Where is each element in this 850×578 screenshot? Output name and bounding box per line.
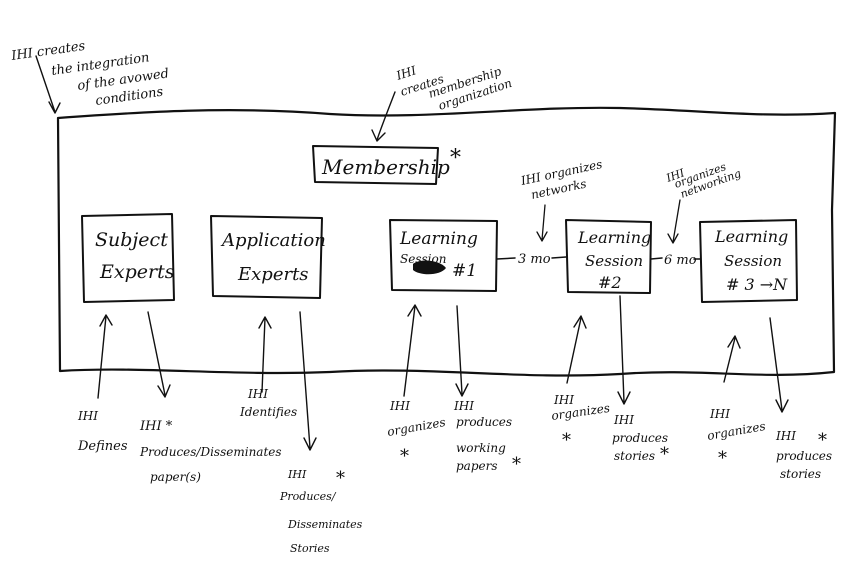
label-produces-2: IHI produces stories * [612, 413, 669, 465]
arrow-working-papers [455, 305, 469, 397]
application-experts-line-2: Experts [237, 264, 309, 285]
arrow-organizes-1 [403, 304, 422, 397]
learning-session-2-line-3: #2 [598, 273, 622, 292]
arrow-papers [147, 311, 171, 398]
label-stories-1-line-4: Stories [290, 542, 330, 555]
arrow-produces-2 [617, 295, 631, 405]
interval-6mo: 6 mo [664, 253, 697, 268]
label-working-papers: IHI produces working papers * [453, 399, 521, 475]
label-defines: IHI Defines [77, 409, 128, 454]
learning-session-1-box [389, 219, 498, 292]
label-stories-1-line-1: IHI [287, 468, 307, 481]
annotation-top-center: IHI creates membership organization [394, 63, 514, 113]
arrow-stories-1 [299, 311, 317, 451]
label-papers-line-3: paper(s) [150, 470, 201, 484]
application-experts-line-1: Application [220, 230, 326, 251]
connector-3mo-right [551, 256, 567, 259]
label-produces-2-star: * [660, 444, 669, 465]
subject-experts-line-2: Experts [99, 261, 175, 283]
learning-session-3-box [699, 219, 798, 303]
label-defines-line-2: Defines [77, 439, 128, 454]
learning-session-3-line-1: Learning [714, 227, 788, 246]
label-produces-2-line-1: IHI [613, 413, 634, 427]
label-organizes-1: IHI organizes * [386, 399, 446, 467]
label-stories-1-star: * [336, 468, 345, 489]
arrow-organizes-3 [723, 335, 741, 383]
membership-label: Membership [321, 155, 450, 179]
arrow-top-center [371, 91, 396, 142]
label-organizes-1-line-2: organizes [386, 415, 446, 439]
label-produces-3-line-2: produces [776, 449, 832, 463]
label-papers-line-1: IHI * [139, 419, 173, 434]
label-stories-1-line-3: Disseminates [287, 518, 363, 531]
arrow-organizes-2 [566, 315, 587, 384]
arrow-defines [97, 314, 113, 399]
label-organizes-3-line-2: organizes [706, 419, 766, 443]
outer-frame [56, 106, 837, 377]
annotation-top-left: IHI creates the integration of the avowe… [9, 39, 169, 109]
label-identifies: IHI Identifies [239, 387, 297, 419]
learning-session-1-line-1: Learning [399, 229, 478, 249]
label-organizes-1-line-1: IHI [389, 399, 410, 413]
label-produces-2-line-3: stories [614, 449, 655, 463]
label-organizes-3: IHI organizes * [706, 407, 766, 469]
label-produces-3-line-1: IHI [775, 429, 796, 443]
interval-3mo: 3 mo [518, 252, 551, 267]
label-working-papers-line-1: IHI [453, 399, 474, 413]
label-working-papers-star: * [512, 454, 521, 475]
label-identifies-line-1: IHI [247, 387, 268, 401]
arrow-identifies [258, 316, 272, 393]
membership-box [312, 145, 439, 185]
annotation-network-1: IHI organizes networks [519, 157, 604, 202]
learning-session-2-box [565, 219, 652, 294]
label-identifies-line-2: Identifies [239, 405, 297, 419]
label-working-papers-line-4: papers [456, 459, 498, 473]
label-produces-3: IHI produces stories * [775, 429, 832, 481]
learning-session-3-line-3: # 3 →N [726, 275, 788, 294]
annotation-top-center-line-1: IHI [394, 63, 418, 83]
label-produces-2-line-2: produces [612, 431, 668, 445]
subject-experts-line-1: Subject [95, 229, 168, 251]
learning-session-1-line-3: #1 [452, 261, 477, 281]
arrow-top-left [35, 55, 61, 114]
label-defines-line-1: IHI [77, 409, 98, 423]
scribble-mark [413, 260, 446, 275]
connector-3mo-left [496, 257, 516, 260]
learning-session-2-line-2: Session [585, 252, 643, 270]
label-working-papers-line-3: working [456, 441, 506, 455]
label-papers: IHI * Produces/Disseminates paper(s) [139, 419, 282, 484]
label-organizes-2-star: * [562, 430, 571, 451]
annotation-network-2-line-1: IHI [664, 166, 687, 185]
label-stories-1: IHI Produces/ Disseminates Stories * [279, 468, 363, 555]
annotation-network-2: IHI organizes networking [664, 160, 743, 201]
learning-session-3-line-2: Session [724, 252, 782, 270]
label-produces-3-line-3: stories [780, 467, 821, 481]
arrow-network-2 [667, 199, 681, 244]
label-organizes-3-star: * [718, 448, 727, 469]
label-organizes-1-star: * [400, 446, 409, 467]
label-organizes-2-line-1: IHI [553, 393, 574, 407]
application-experts-box [210, 215, 323, 299]
arrow-produces-3 [769, 317, 789, 413]
membership-star: * [450, 146, 461, 171]
label-organizes-3-line-1: IHI [709, 407, 730, 421]
label-organizes-2: IHI organizes * [550, 393, 610, 451]
label-working-papers-line-2: produces [456, 415, 512, 429]
subject-experts-box [81, 213, 175, 303]
label-stories-1-line-2: Produces/ [279, 490, 337, 503]
learning-session-2-line-1: Learning [577, 228, 651, 247]
connector-6mo-left [650, 257, 663, 260]
label-produces-3-star: * [818, 430, 827, 451]
label-papers-line-2: Produces/Disseminates [139, 445, 282, 459]
arrow-network-1 [536, 204, 548, 242]
